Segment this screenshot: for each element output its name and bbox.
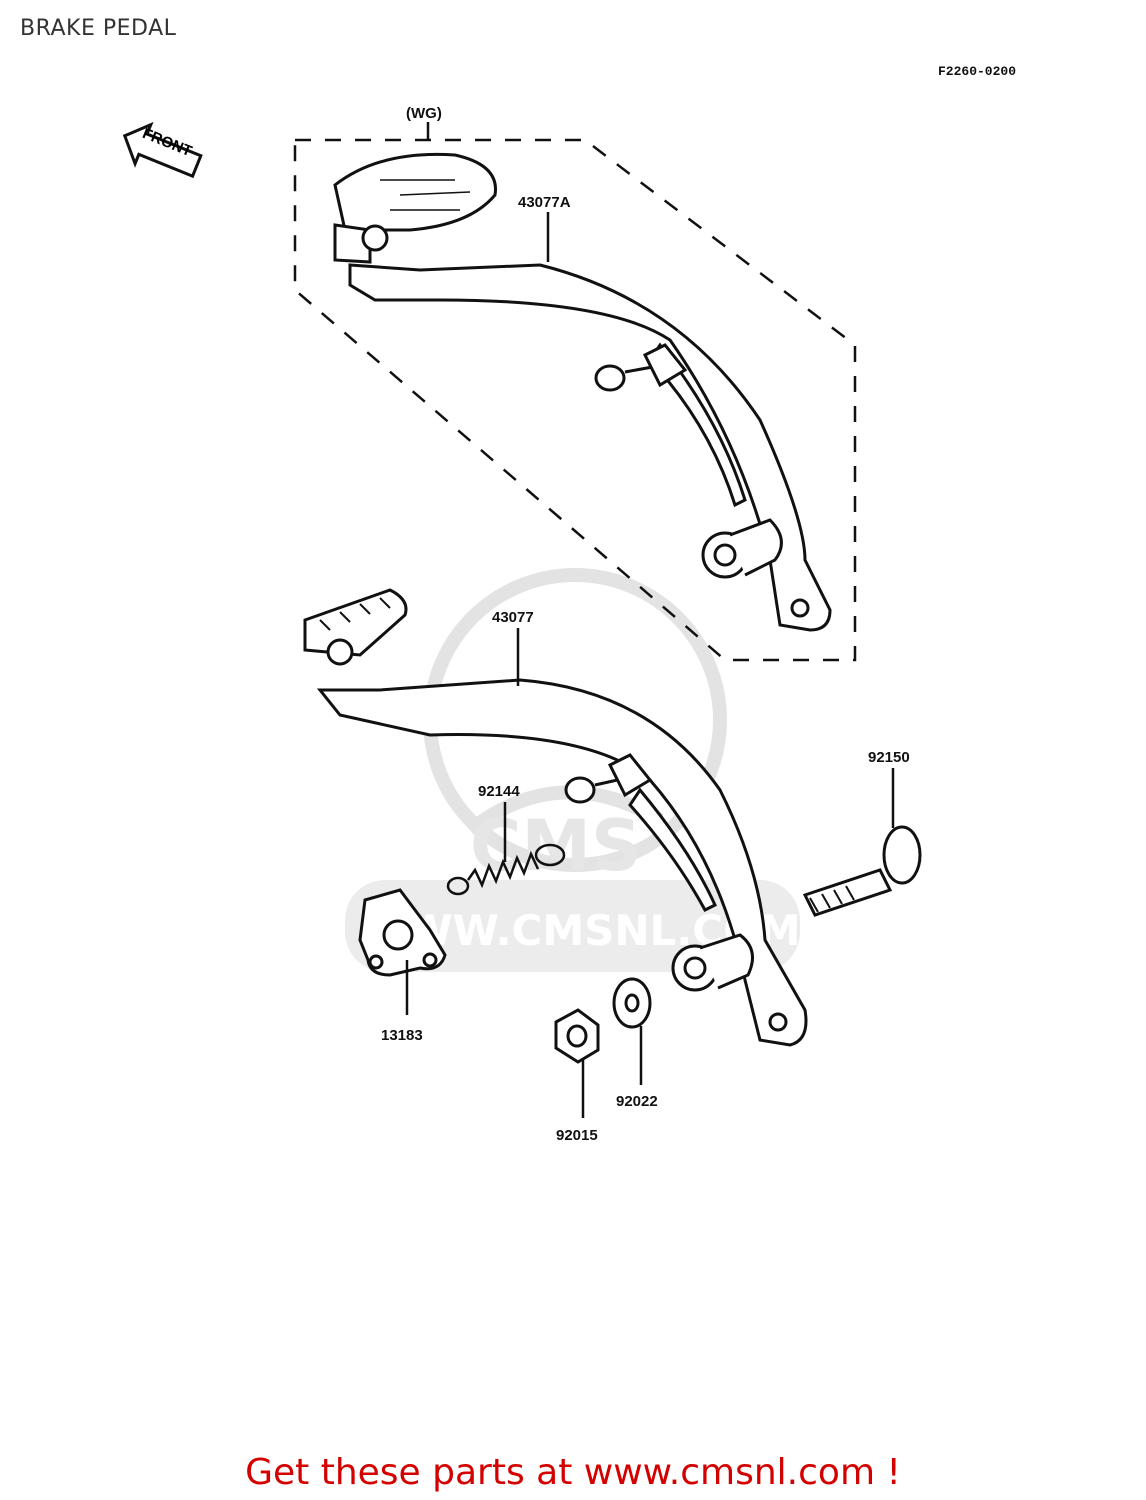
wg-variant-box [293, 122, 857, 662]
part-number[interactable]: 92022 [616, 1093, 658, 1110]
brake-pedal-wg-icon [333, 152, 832, 632]
variant-label: (WG) [406, 105, 442, 122]
part-number[interactable]: 92144 [478, 783, 520, 800]
leader-lines [405, 212, 895, 1118]
page-title: BRAKE PEDAL [20, 16, 177, 41]
footer-cta: Get these parts at www.cmsnl.com ! [0, 1452, 1146, 1493]
parts-diagram: CMS WWW.CMSNL.COM FRONT (WG) [122, 105, 922, 1144]
washer-icon [612, 977, 652, 1029]
brake-pedal-icon [303, 588, 808, 1047]
part-number[interactable]: 13183 [381, 1027, 423, 1044]
part-number[interactable]: 92150 [868, 749, 910, 766]
plate-icon [358, 888, 447, 977]
part-number[interactable]: 43077 [492, 609, 534, 626]
bolt-icon [802, 825, 922, 917]
cmsnl-link[interactable]: Get these parts at www.cmsnl.com ! [245, 1452, 901, 1493]
part-number[interactable]: 92015 [556, 1127, 598, 1144]
nut-icon [554, 1008, 600, 1064]
part-number[interactable]: 43077A [518, 194, 571, 211]
drawing-code: F2260-0200 [938, 64, 1017, 79]
spring-icon [446, 843, 566, 896]
front-arrow-icon [122, 121, 203, 179]
